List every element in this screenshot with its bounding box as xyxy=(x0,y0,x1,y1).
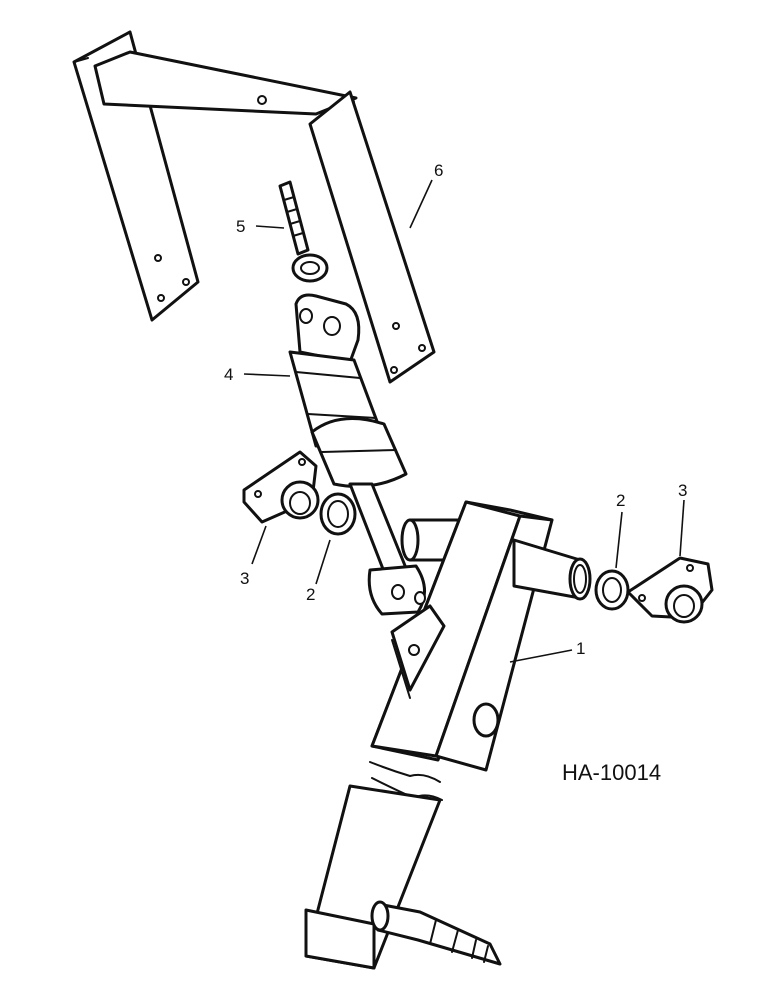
callout-eyebolt: 5 xyxy=(236,217,245,236)
leader-eyebolt xyxy=(255,225,285,229)
hydraulic-cylinder-part xyxy=(288,293,426,616)
callout-ring-left: 2 xyxy=(306,585,315,604)
left-bracket-part xyxy=(242,450,320,524)
leader-ring-right xyxy=(615,511,623,569)
leader-main-beam xyxy=(509,649,573,663)
callout-main-beam: 1 xyxy=(576,639,585,658)
callout-bracket-left: 3 xyxy=(240,569,249,588)
callout-frame: 6 xyxy=(434,161,443,180)
left-ring-part xyxy=(319,492,357,536)
leader-cylinder xyxy=(243,373,291,377)
right-ring-part xyxy=(594,569,630,611)
leader-lines xyxy=(243,179,685,663)
eye-bolt-part xyxy=(278,180,329,283)
callout-cylinder: 4 xyxy=(224,365,233,384)
callout-ring-right: 2 xyxy=(616,491,625,510)
right-bracket-part xyxy=(626,556,714,624)
callout-bracket-right: 3 xyxy=(678,481,687,500)
leader-bracket-right xyxy=(679,499,685,557)
mounting-frame-part xyxy=(72,30,436,384)
leader-ring-left xyxy=(315,539,331,585)
main-beam-part xyxy=(304,500,592,970)
leader-bracket-left xyxy=(251,525,267,565)
figure-id-label: HA-10014 xyxy=(562,760,661,785)
leader-frame xyxy=(409,179,433,229)
